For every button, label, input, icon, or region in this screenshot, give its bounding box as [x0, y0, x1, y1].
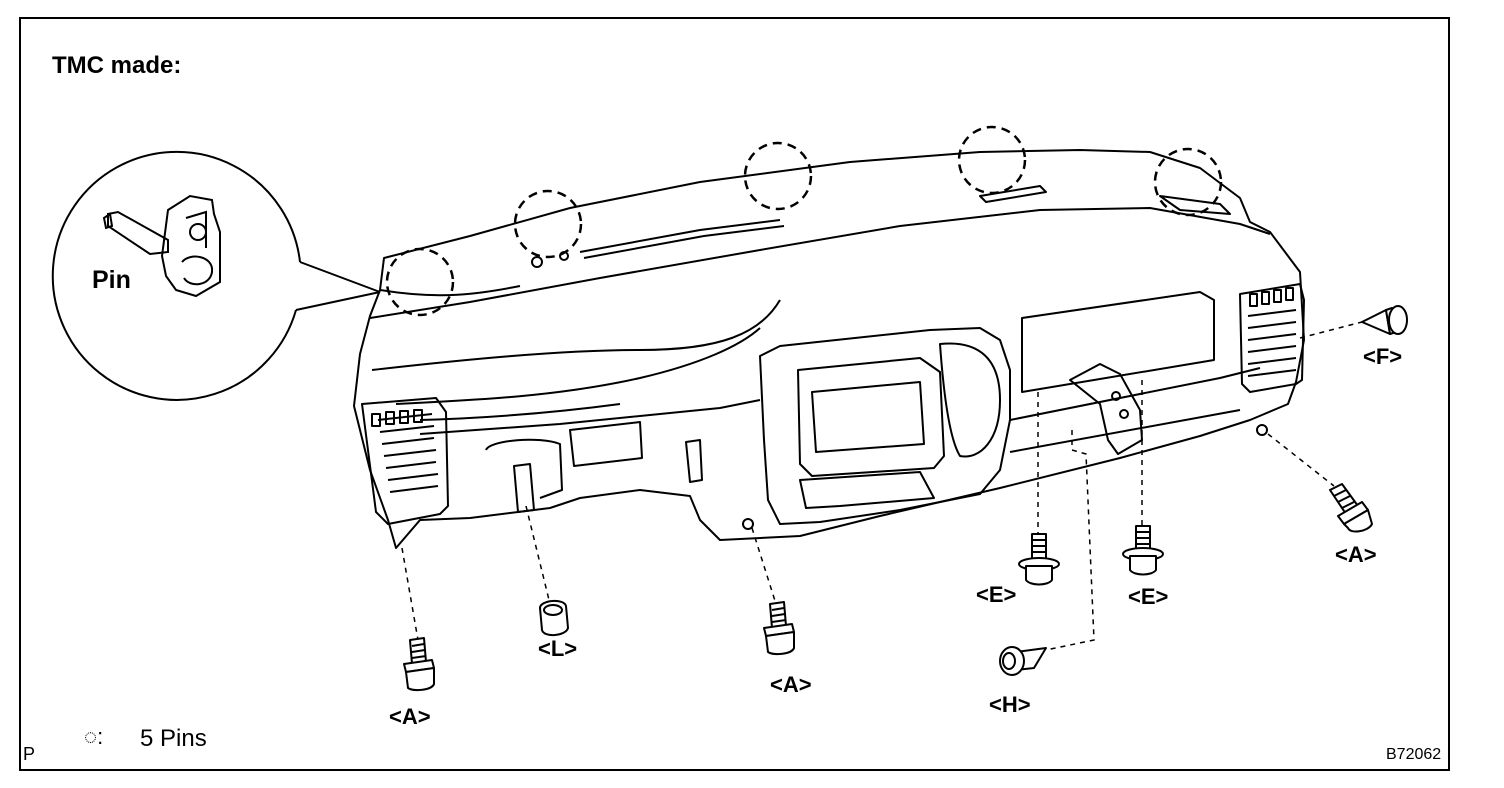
screw-f [1361, 305, 1408, 335]
bolt-a-center [763, 601, 795, 656]
pin-location-circles [385, 125, 1223, 317]
fastener-label-e-left: <E> [976, 582, 1017, 607]
legend-symbol: ◌: [84, 724, 104, 749]
legend-text: 5 Pins [140, 725, 207, 752]
fastener-label-e-right: <E> [1128, 584, 1169, 609]
instrument-panel-body [353, 149, 1305, 549]
pin-circle-5 [1153, 147, 1223, 217]
fastener-label-h: <H> [989, 692, 1031, 717]
pin-circle-4 [957, 125, 1027, 195]
fastener-label-f: <F> [1363, 344, 1403, 369]
bolt-a-right [1329, 483, 1373, 533]
bolt-a-left [403, 637, 435, 692]
pin-circle-3 [743, 141, 813, 211]
bolt-e-left [1018, 533, 1060, 586]
fastener-label-a-right: <A> [1335, 542, 1377, 567]
leader-lines [401, 321, 1363, 651]
fastener-label-l: <L> [538, 636, 578, 661]
pin-circle-2 [513, 189, 583, 259]
screw-h [999, 646, 1047, 676]
fastener-label-a-left: <A> [389, 704, 431, 729]
pin-detail-inset [51, 150, 381, 401]
fastener-label-a-center: <A> [770, 672, 812, 697]
nut-l [539, 600, 569, 636]
bolt-e-right [1122, 525, 1164, 576]
page-title: TMC made: [52, 52, 182, 79]
fasteners [403, 305, 1408, 692]
figure-frame [19, 17, 1450, 771]
pin-label: Pin [92, 266, 131, 294]
corner-mark: P [23, 744, 36, 764]
pin-circle-1 [385, 247, 455, 317]
figure-code: B72062 [1386, 746, 1442, 763]
